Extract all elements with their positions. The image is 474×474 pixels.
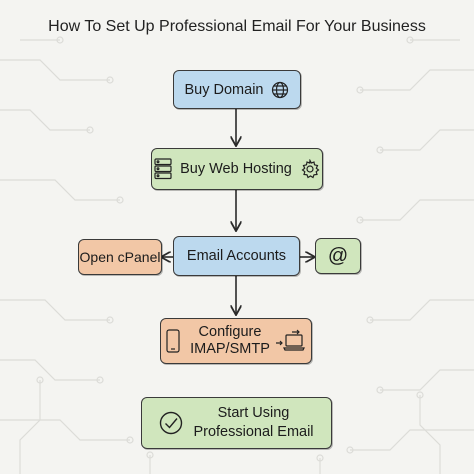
at-symbol-label: @ bbox=[327, 244, 349, 267]
buy-domain-label: Buy Domain bbox=[184, 81, 264, 98]
gear-icon bbox=[300, 159, 320, 179]
at-symbol-node: @ bbox=[315, 238, 361, 274]
server-icon bbox=[154, 158, 172, 180]
start-using-node: Start Using Professional Email bbox=[141, 397, 332, 449]
diagram-title: How To Set Up Professional Email For You… bbox=[48, 18, 426, 35]
buy-web-hosting-label: Buy Web Hosting bbox=[180, 161, 292, 177]
configure-line2: IMAP/SMTP bbox=[190, 341, 270, 357]
open-cpanel-node: Open cPanel bbox=[78, 239, 162, 275]
globe-icon bbox=[271, 81, 289, 99]
phone-icon bbox=[166, 329, 180, 353]
configure-imap-smtp-node: Configure IMAP/SMTP bbox=[160, 318, 312, 364]
configure-line1: Configure bbox=[198, 324, 262, 340]
start-using-line1: Start Using bbox=[217, 405, 290, 421]
open-cpanel-label: Open cPanel bbox=[79, 249, 161, 265]
start-using-line2: Professional Email bbox=[193, 424, 314, 440]
email-accounts-node: Email Accounts bbox=[173, 236, 300, 276]
buy-domain-node: Buy Domain bbox=[173, 70, 301, 109]
check-circle-icon bbox=[159, 411, 183, 435]
email-accounts-label: Email Accounts bbox=[186, 248, 287, 264]
laptop-icon bbox=[275, 329, 306, 353]
buy-web-hosting-node: Buy Web Hosting bbox=[151, 148, 323, 190]
